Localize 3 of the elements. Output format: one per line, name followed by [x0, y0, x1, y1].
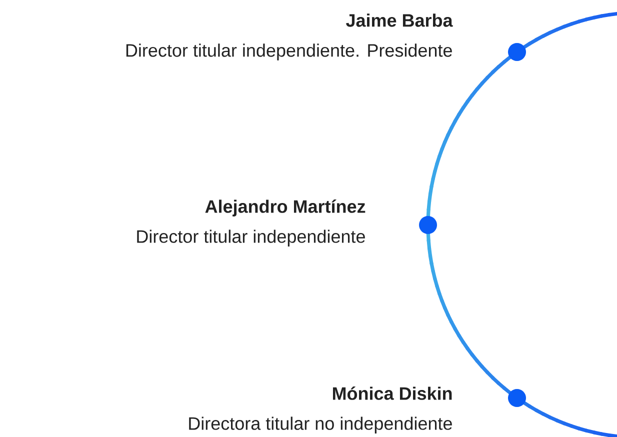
person-label: Alejandro Martínez Director titular independiente: [137, 200, 366, 246]
person-label: Jaime Barba Director titular independiente. Presidente: [126, 14, 453, 60]
person-label: Mónica Diskin Directora titular no independiente: [189, 386, 452, 434]
